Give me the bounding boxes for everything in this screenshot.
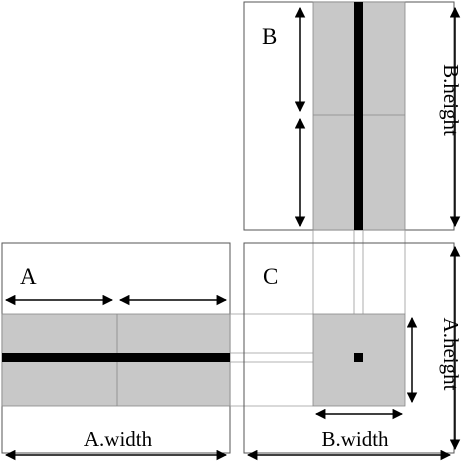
panel-c-height-label: A.height bbox=[439, 318, 463, 391]
panel-b-letter: B bbox=[262, 24, 277, 49]
panel-c-letter: C bbox=[263, 264, 278, 289]
panel-b: B B.height bbox=[243, 1, 463, 231]
panel-a: A A.width bbox=[1, 242, 231, 461]
panel-c-center-point bbox=[354, 353, 363, 362]
panel-c: C A.height B.width bbox=[230, 230, 463, 461]
panel-a-letter: A bbox=[20, 264, 37, 289]
panel-b-height-label: B.height bbox=[439, 64, 463, 136]
panel-a-width-label: A.width bbox=[84, 427, 153, 451]
panel-c-width-label: B.width bbox=[321, 427, 389, 451]
panel-a-thick-line bbox=[2, 353, 230, 362]
panel-b-thick-line bbox=[354, 2, 363, 230]
